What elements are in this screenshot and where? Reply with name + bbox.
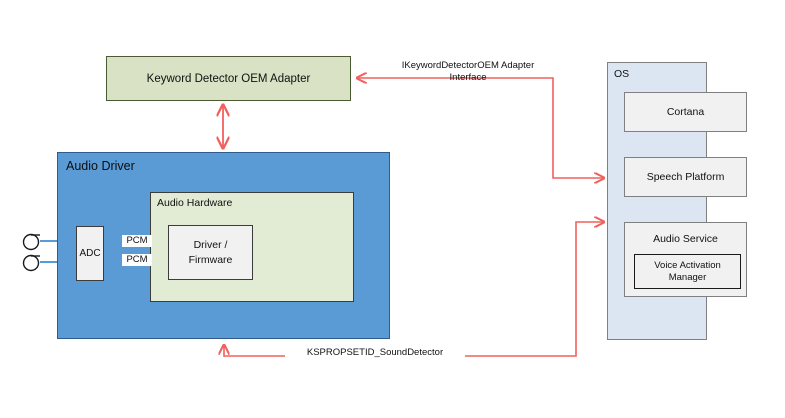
audio-service-block[interactable]: Audio Service Voice Activation Manager bbox=[624, 222, 747, 297]
audio-driver-label: Audio Driver bbox=[66, 159, 135, 173]
ikeyword-interface-label-line2: Interface bbox=[449, 72, 487, 84]
adc-label: ADC bbox=[79, 248, 101, 259]
keyword-detector-oem-adapter-label: Keyword Detector OEM Adapter bbox=[146, 72, 311, 85]
driver-firmware-label-line2: Firmware bbox=[188, 253, 233, 266]
cortana-label: Cortana bbox=[666, 106, 705, 118]
microphone-2-icon bbox=[22, 254, 40, 272]
driver-firmware-label-line1: Driver / bbox=[193, 239, 228, 252]
speech-platform-block[interactable]: Speech Platform bbox=[624, 157, 747, 197]
cortana-block[interactable]: Cortana bbox=[624, 92, 747, 132]
vam-label-line1: Voice Activation bbox=[654, 259, 721, 271]
adc-block[interactable]: ADC bbox=[76, 226, 104, 281]
keyword-detector-oem-adapter-block[interactable]: Keyword Detector OEM Adapter bbox=[106, 56, 351, 101]
voice-activation-manager-label: Voice Activation Manager bbox=[654, 260, 721, 284]
voice-activation-manager-block[interactable]: Voice Activation Manager bbox=[634, 254, 741, 289]
ikeyword-interface-connector bbox=[357, 78, 604, 178]
audio-service-label: Audio Service bbox=[653, 233, 718, 245]
ikeyword-interface-label-line1: IKeywordDetectorOEM Adapter bbox=[401, 60, 535, 71]
driver-firmware-block[interactable]: Driver / Firmware bbox=[168, 225, 253, 280]
speech-platform-label: Speech Platform bbox=[646, 171, 725, 183]
audio-hardware-label: Audio Hardware bbox=[157, 197, 233, 209]
pcm-label-1: PCM bbox=[122, 235, 152, 247]
kspropsetid-label: KSPROPSETID_SoundDetector bbox=[285, 347, 465, 360]
ikeyword-interface-label: IKeywordDetectorOEM Adapter Interface bbox=[383, 60, 553, 85]
os-label: OS bbox=[614, 68, 630, 80]
microphone-1-icon bbox=[22, 233, 40, 251]
pcm-label-2: PCM bbox=[122, 254, 152, 266]
vam-label-line2: Manager bbox=[668, 271, 707, 283]
